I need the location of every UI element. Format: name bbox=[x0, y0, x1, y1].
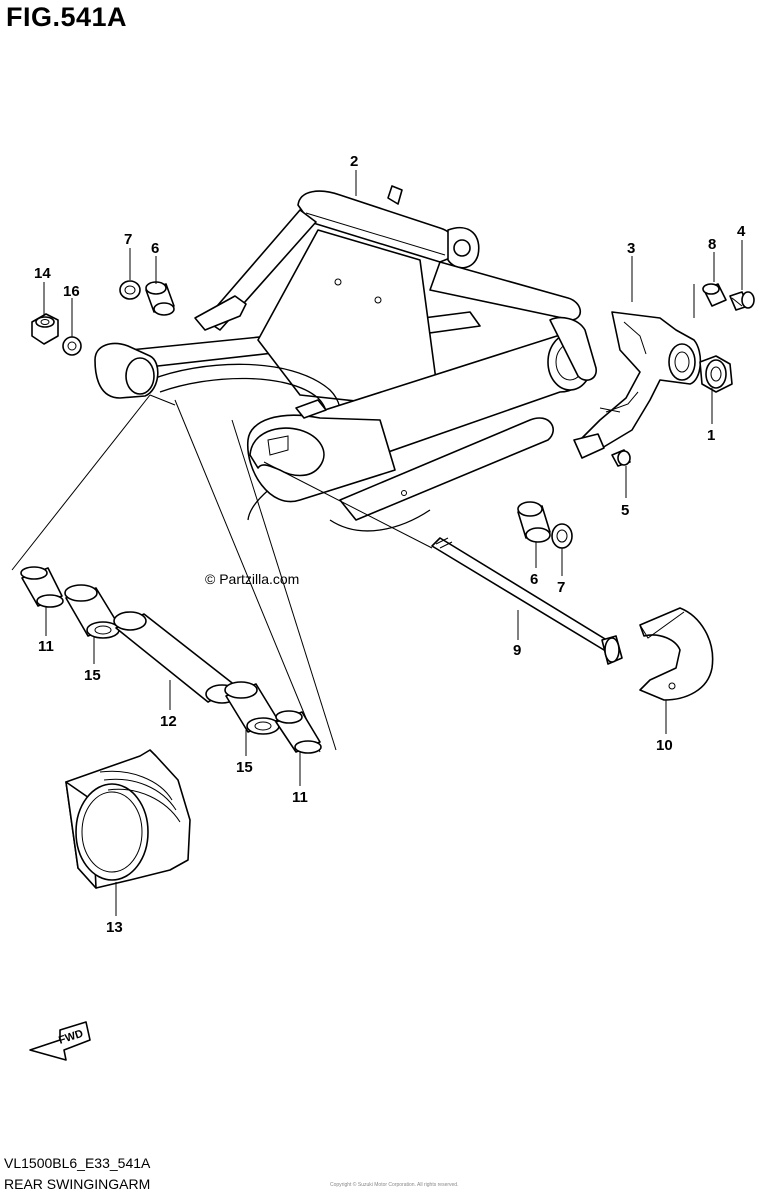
callout-13[interactable]: 13 bbox=[106, 919, 123, 936]
part-5-bolt[interactable] bbox=[573, 433, 631, 467]
callout-7-upper[interactable]: 7 bbox=[124, 231, 132, 248]
axis-line-right bbox=[174, 399, 321, 753]
figure-name: REAR SWINGINGARM bbox=[4, 1176, 151, 1192]
part-14-nut[interactable] bbox=[31, 313, 59, 345]
part-6-bearing-lower[interactable] bbox=[517, 501, 551, 543]
part-3-bracket[interactable] bbox=[579, 311, 702, 449]
callout-16[interactable]: 16 bbox=[63, 283, 80, 300]
part-9-pivot-bolt[interactable] bbox=[431, 537, 623, 665]
part-1-nut[interactable] bbox=[699, 355, 733, 393]
callout-numbers: 2 7 6 14 16 3 8 4 1 5 6 7 9 10 11 15 12 … bbox=[34, 153, 746, 936]
part-10-cover[interactable] bbox=[639, 607, 714, 701]
callout-9[interactable]: 9 bbox=[513, 642, 521, 659]
watermark: © Partzilla.com bbox=[205, 571, 299, 587]
callout-15-right[interactable]: 15 bbox=[236, 759, 253, 776]
callout-15-left[interactable]: 15 bbox=[84, 667, 101, 684]
part-7-washer-upper[interactable] bbox=[119, 280, 141, 300]
part-16-washer[interactable] bbox=[62, 336, 82, 356]
callout-2[interactable]: 2 bbox=[350, 153, 358, 170]
part-11-collar-right[interactable] bbox=[275, 710, 322, 754]
fwd-arrow-icon: FWD bbox=[29, 1021, 91, 1061]
part-2-swingarm[interactable] bbox=[94, 185, 597, 532]
callout-14[interactable]: 14 bbox=[34, 265, 51, 282]
part-11-collar-left[interactable] bbox=[20, 566, 64, 608]
callout-3[interactable]: 3 bbox=[627, 240, 635, 257]
axis-line-bolt bbox=[263, 461, 433, 549]
callout-5[interactable]: 5 bbox=[621, 502, 629, 519]
fine-print: Copyright © Suzuki Motor Corporation. Al… bbox=[330, 1182, 459, 1188]
callout-6-upper[interactable]: 6 bbox=[151, 240, 159, 257]
axis-line-left-b bbox=[149, 394, 176, 406]
callout-8[interactable]: 8 bbox=[708, 236, 716, 253]
callout-12[interactable]: 12 bbox=[160, 713, 177, 730]
leader-lines bbox=[43, 170, 743, 916]
part-15-bearing-right[interactable] bbox=[224, 681, 280, 735]
callout-6-lower[interactable]: 6 bbox=[530, 571, 538, 588]
part-6-bearing-upper[interactable] bbox=[145, 281, 175, 316]
part-15-bearing-left[interactable] bbox=[64, 584, 120, 639]
figure-code: VL1500BL6_E33_541A bbox=[4, 1155, 151, 1171]
callout-1[interactable]: 1 bbox=[707, 427, 715, 444]
figure-title: FIG.541A bbox=[6, 2, 128, 32]
part-12-spacer-tube[interactable] bbox=[113, 611, 239, 704]
axis-line-right-b bbox=[231, 419, 337, 751]
callout-4[interactable]: 4 bbox=[737, 223, 746, 240]
callout-11-right[interactable]: 11 bbox=[292, 789, 308, 806]
part-13-boot[interactable] bbox=[65, 749, 191, 889]
part-7-washer-lower[interactable] bbox=[551, 523, 573, 549]
part-8-collar[interactable] bbox=[702, 283, 727, 307]
callout-10[interactable]: 10 bbox=[656, 737, 673, 754]
callout-7-lower[interactable]: 7 bbox=[557, 579, 565, 596]
part-4-bolt[interactable] bbox=[729, 291, 755, 311]
callout-11-left[interactable]: 11 bbox=[38, 638, 54, 655]
axis-line-left bbox=[11, 394, 151, 571]
